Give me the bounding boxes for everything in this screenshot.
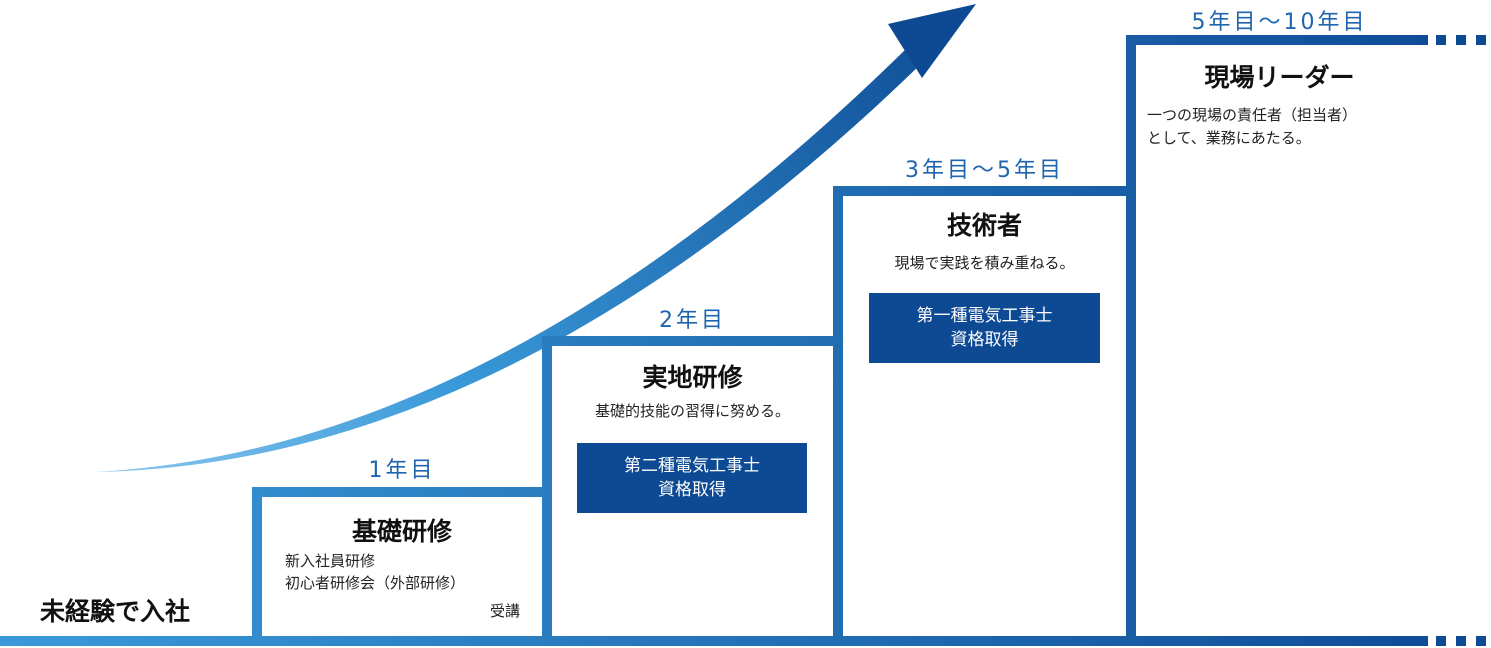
baseline-dot xyxy=(1456,636,1466,646)
step4-year: 5年目〜10年目 xyxy=(1191,10,1368,35)
growth-arrow-head xyxy=(888,4,976,78)
step3-description: 現場で実践を積み重ねる。 xyxy=(894,254,1075,272)
top-line-dot xyxy=(1436,35,1446,45)
step1-line3: 受講 xyxy=(489,602,520,620)
step1-year: 1年目 xyxy=(368,458,436,483)
step4-title: 現場リーダー xyxy=(1204,63,1355,92)
step3-title: 技術者 xyxy=(946,211,1022,240)
top-line-dot xyxy=(1456,35,1466,45)
step3-certificate-badge: 第一種電気工事士 資格取得 xyxy=(869,293,1100,363)
step4-line2: として、業務にあたる。 xyxy=(1147,129,1311,147)
step-divider xyxy=(833,336,843,642)
step2-description: 基礎的技能の習得に努める。 xyxy=(594,402,790,420)
step3-badge-line1: 第一種電気工事士 xyxy=(916,306,1053,326)
baseline xyxy=(0,636,1428,646)
step1-line2: 初心者研修会（外部研修） xyxy=(285,574,466,592)
step2-badge-line1: 第二種電気工事士 xyxy=(624,456,760,476)
step2-certificate-badge: 第二種電気工事士 資格取得 xyxy=(577,443,807,513)
step3-year: 3年目〜5年目 xyxy=(905,158,1064,183)
step-divider xyxy=(542,487,552,642)
step2-year: 2年目 xyxy=(659,308,726,333)
step4-line1: 一つの現場の責任者（担当者） xyxy=(1147,106,1358,124)
step1-line1: 新入社員研修 xyxy=(285,552,376,570)
baseline-dot xyxy=(1436,636,1446,646)
start-label: 未経験で入社 xyxy=(40,597,191,626)
step1-title: 基礎研修 xyxy=(351,517,452,546)
baseline-dot xyxy=(1476,636,1486,646)
step3-badge-line2: 資格取得 xyxy=(950,330,1019,350)
step-divider xyxy=(1126,186,1136,642)
top-line-dot xyxy=(1476,35,1486,45)
step2-badge-line2: 資格取得 xyxy=(658,480,726,500)
step2-title: 実地研修 xyxy=(642,363,743,392)
